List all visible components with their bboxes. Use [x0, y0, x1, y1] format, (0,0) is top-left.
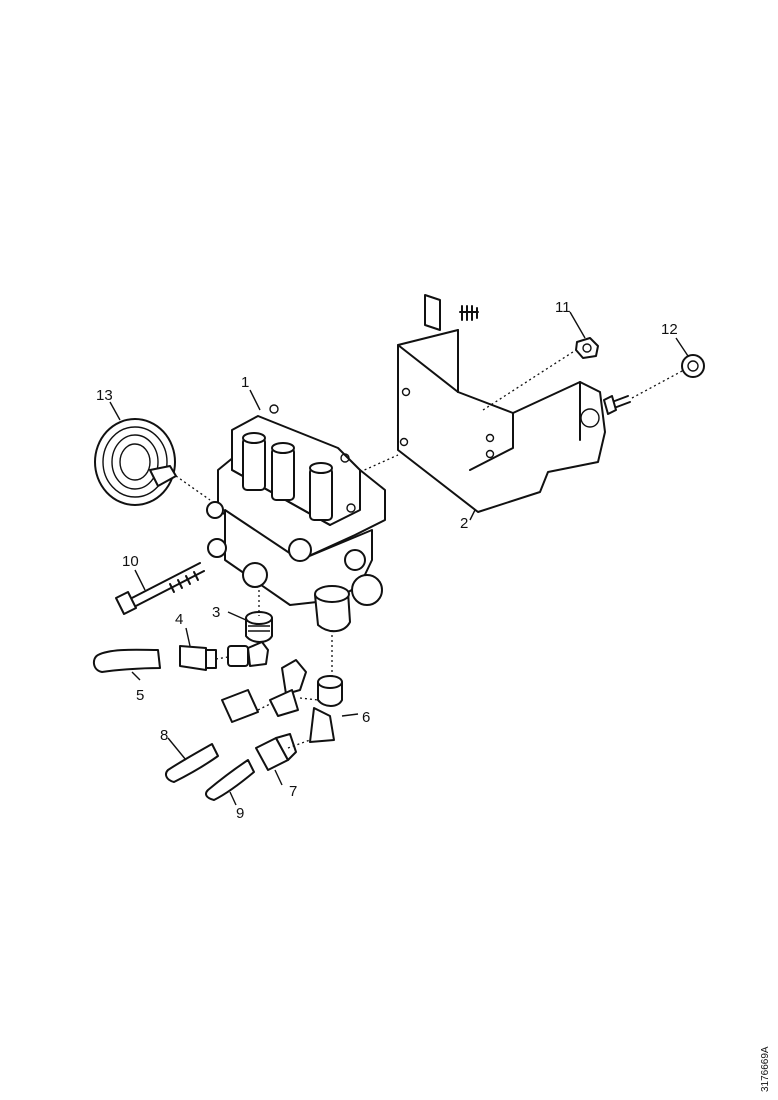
callout-1: 1: [241, 374, 249, 391]
coupler-part-7: [255, 733, 297, 771]
hose-part-9: [205, 759, 255, 801]
callout-11: 11: [555, 299, 571, 316]
callout-9: 9: [236, 805, 244, 822]
hose-part-8: [165, 689, 259, 783]
callout-4: 4: [175, 611, 183, 628]
callout-labels: 1 2 3 4 5 6 7 8 9 10 11 12 13: [96, 299, 678, 822]
diaphragm-boot-part: [94, 418, 177, 506]
callout-pointers: [109, 311, 689, 806]
connector-part-4: [179, 641, 269, 671]
callout-3: 3: [212, 604, 220, 621]
hose-part-5: [92, 648, 161, 673]
nut-part-12: [681, 354, 705, 378]
callout-5: 5: [136, 687, 144, 704]
callout-12: 12: [661, 321, 678, 338]
elbow-fitting-center: [269, 659, 307, 717]
elbow-fitting-part-6: [309, 675, 343, 743]
long-bolt-part: [115, 562, 205, 615]
bracket-bolt: [603, 395, 631, 415]
nut-part-11: [575, 337, 599, 359]
callout-13: 13: [96, 387, 113, 404]
valve-body-part: [206, 404, 386, 633]
assembly-leader-lines: [175, 349, 685, 749]
callout-10: 10: [122, 553, 139, 570]
callout-2: 2: [460, 515, 468, 532]
callout-8: 8: [160, 727, 168, 744]
mounting-bracket-part: [397, 294, 606, 513]
figure-reference-code: 3176669A: [760, 1046, 771, 1092]
fitting-part-3: [245, 611, 273, 643]
callout-7: 7: [289, 783, 297, 800]
callout-6: 6: [362, 709, 370, 726]
